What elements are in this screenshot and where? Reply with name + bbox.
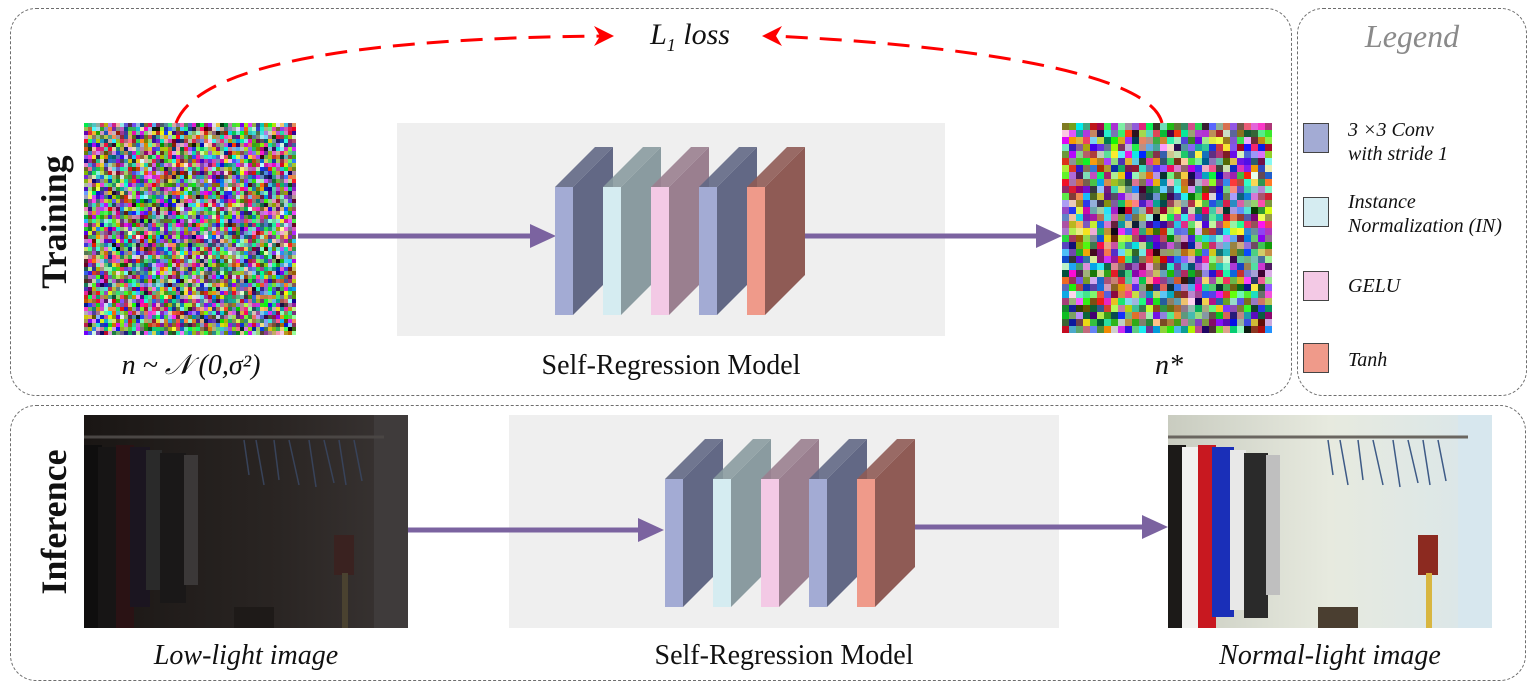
loss-arrow-right [771, 34, 1164, 124]
layer-top-tanh [857, 439, 915, 479]
legend-text-gelu: GELU [1348, 275, 1401, 297]
layer-top-in [603, 147, 661, 187]
inference-panel [10, 405, 1526, 681]
layer-side-tanh [765, 147, 805, 315]
inference-model-blocks [665, 439, 915, 607]
inference-output-arrowhead [1142, 515, 1168, 539]
layer-front-conv2 [699, 187, 717, 315]
layer-front-conv [665, 479, 683, 607]
layer-front-in [713, 479, 731, 607]
layer-top-conv2 [809, 439, 867, 479]
layer-top-conv [665, 439, 723, 479]
layer-front-gelu [761, 479, 779, 607]
loss-label: L1 loss [650, 18, 730, 55]
layer-top-conv2 [699, 147, 757, 187]
training-model-blocks [555, 147, 805, 315]
output-noise-caption: n* [1155, 350, 1183, 381]
inference-input-arrowhead [638, 518, 664, 542]
training-model-caption: Self-Regression Model [541, 350, 801, 381]
layer-top-in [713, 439, 771, 479]
layer-side-tanh [875, 439, 915, 607]
loss-arrowhead-right [762, 26, 782, 46]
noise-caption: n ~ 𝒩 (0,σ²) [121, 350, 261, 381]
legend-swatch-conv [1303, 123, 1329, 153]
normal-light-caption: Normal-light image [1219, 640, 1441, 671]
legend-text-tanh: Tanh [1348, 349, 1388, 371]
layer-top-gelu [761, 439, 819, 479]
inference-model-caption: Self-Regression Model [654, 640, 914, 671]
loss-arrow-left [174, 34, 605, 124]
layer-top-tanh [747, 147, 805, 187]
low-light-caption: Low-light image [153, 640, 339, 671]
legend-swatch-tanh [1303, 343, 1329, 373]
legend-swatch-in [1303, 197, 1329, 227]
loss-arrowhead-left [594, 26, 614, 46]
training-panel [10, 8, 1292, 396]
layer-top-gelu [651, 147, 709, 187]
layer-front-in [603, 187, 621, 315]
training-input-arrowhead [530, 224, 556, 248]
layer-front-conv [555, 187, 573, 315]
layer-front-conv2 [809, 479, 827, 607]
training-output-arrowhead [1036, 224, 1062, 248]
layer-front-tanh [857, 479, 875, 607]
layer-top-conv [555, 147, 613, 187]
layer-front-tanh [747, 187, 765, 315]
legend-title: Legend [1364, 18, 1460, 54]
legend-swatch-gelu [1303, 271, 1329, 301]
legend-panel [1297, 8, 1527, 396]
layer-front-gelu [651, 187, 669, 315]
